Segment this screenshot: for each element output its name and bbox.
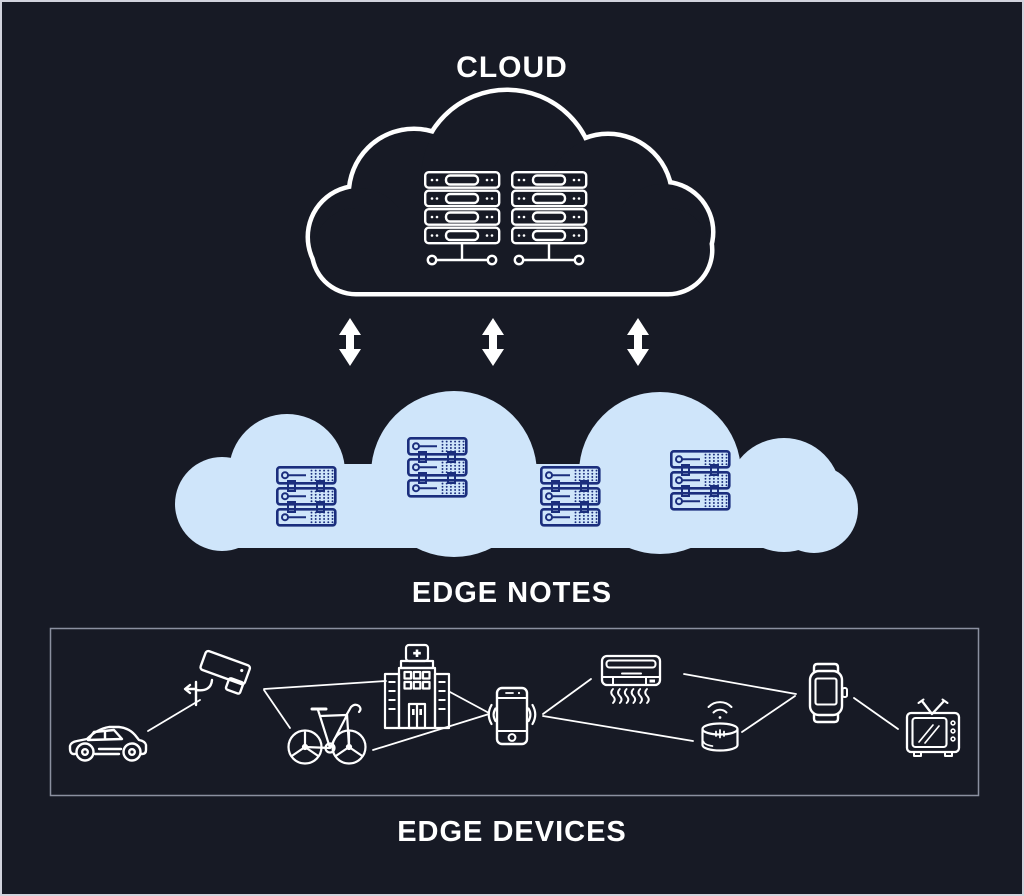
sync-arrow-icon bbox=[482, 318, 504, 366]
cloud-title: CLOUD bbox=[456, 51, 568, 84]
sync-arrow-icon bbox=[339, 318, 361, 366]
connection-line bbox=[263, 680, 387, 690]
smartwatch-icon bbox=[808, 662, 848, 724]
smart-speaker-icon bbox=[701, 701, 739, 752]
connection-line bbox=[263, 689, 291, 729]
connection-lines bbox=[147, 673, 899, 751]
device-network-box bbox=[49, 627, 980, 797]
air-conditioner-icon bbox=[600, 654, 662, 704]
edge-cloud-shape bbox=[175, 391, 858, 557]
tv-icon bbox=[905, 698, 961, 757]
connection-line bbox=[741, 695, 796, 733]
connection-line bbox=[147, 699, 201, 732]
connection-line bbox=[542, 678, 592, 715]
sync-arrows bbox=[339, 318, 649, 366]
car-icon bbox=[68, 725, 148, 762]
smartphone-icon bbox=[487, 686, 537, 746]
connection-line bbox=[449, 691, 490, 714]
bicycle-icon bbox=[287, 703, 367, 765]
connection-line bbox=[683, 673, 797, 695]
hospital-icon bbox=[383, 643, 451, 730]
connection-line bbox=[372, 713, 490, 751]
security-camera-icon bbox=[183, 649, 252, 707]
connection-line bbox=[542, 715, 694, 742]
edge-nodes-title: EDGE NOTES bbox=[411, 577, 613, 609]
sync-arrow-icon bbox=[627, 318, 649, 366]
connection-line bbox=[853, 697, 899, 730]
cloud-outline-icon bbox=[310, 92, 711, 292]
edge-devices-title: EDGE DEVICES bbox=[397, 816, 627, 848]
